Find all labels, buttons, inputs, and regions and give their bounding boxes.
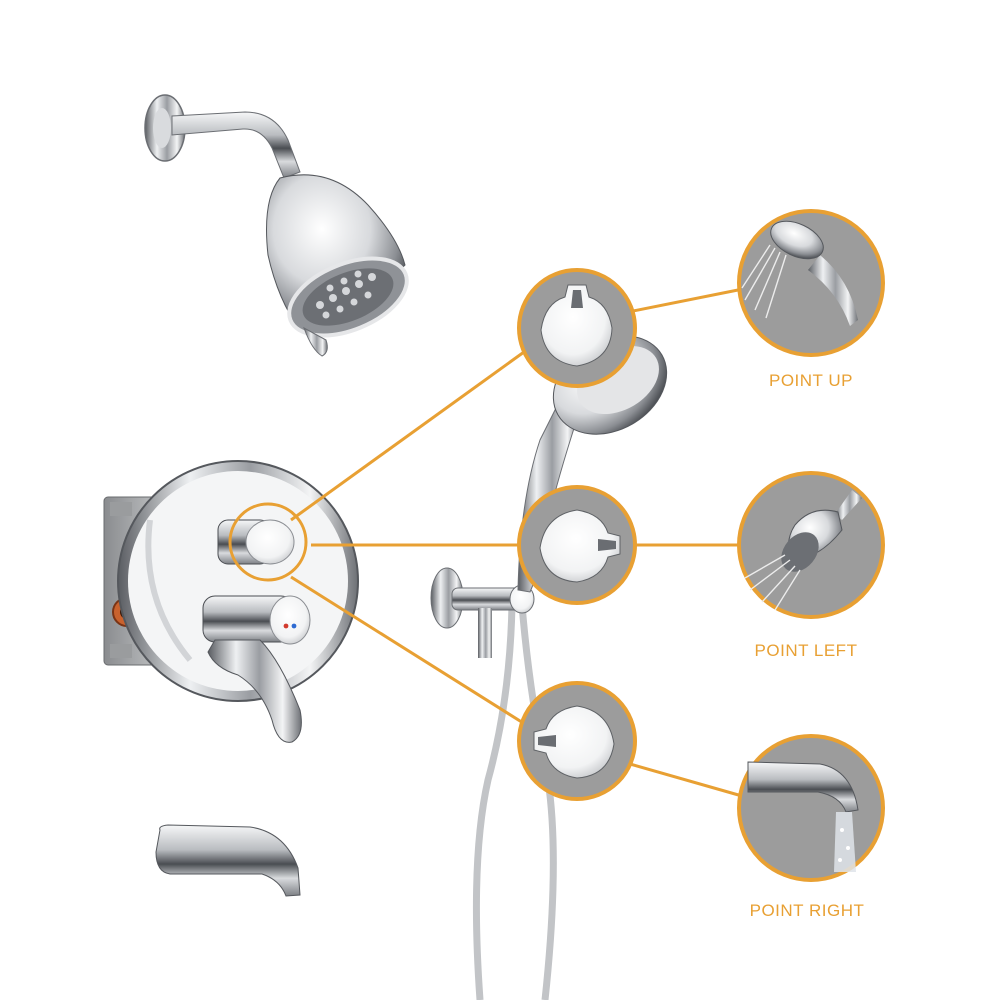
valve-trim [117, 460, 359, 743]
mixer-handle [202, 595, 311, 743]
shower-head-lever [303, 326, 328, 357]
hand-shower-assembly [430, 335, 668, 1000]
tub-spout [155, 824, 301, 897]
shower-arm [171, 111, 301, 179]
shower-head [144, 94, 409, 357]
point-left-label: POINT LEFT [754, 641, 858, 660]
diverter-knob-left-icon [517, 485, 637, 605]
tub-spout-icon [737, 734, 885, 882]
shower-hose [472, 604, 557, 1000]
shower-head-spray-icon [737, 471, 885, 619]
diverter-knob-up-icon [517, 268, 637, 388]
diverter-highlight-ring [228, 502, 308, 582]
point-up-label: POINT UP [769, 371, 853, 390]
point-right-label: POINT RIGHT [749, 901, 865, 920]
hand-shower-icon [737, 209, 885, 357]
connector-lines [290, 288, 743, 798]
diverter-knob-right-icon [517, 681, 637, 801]
